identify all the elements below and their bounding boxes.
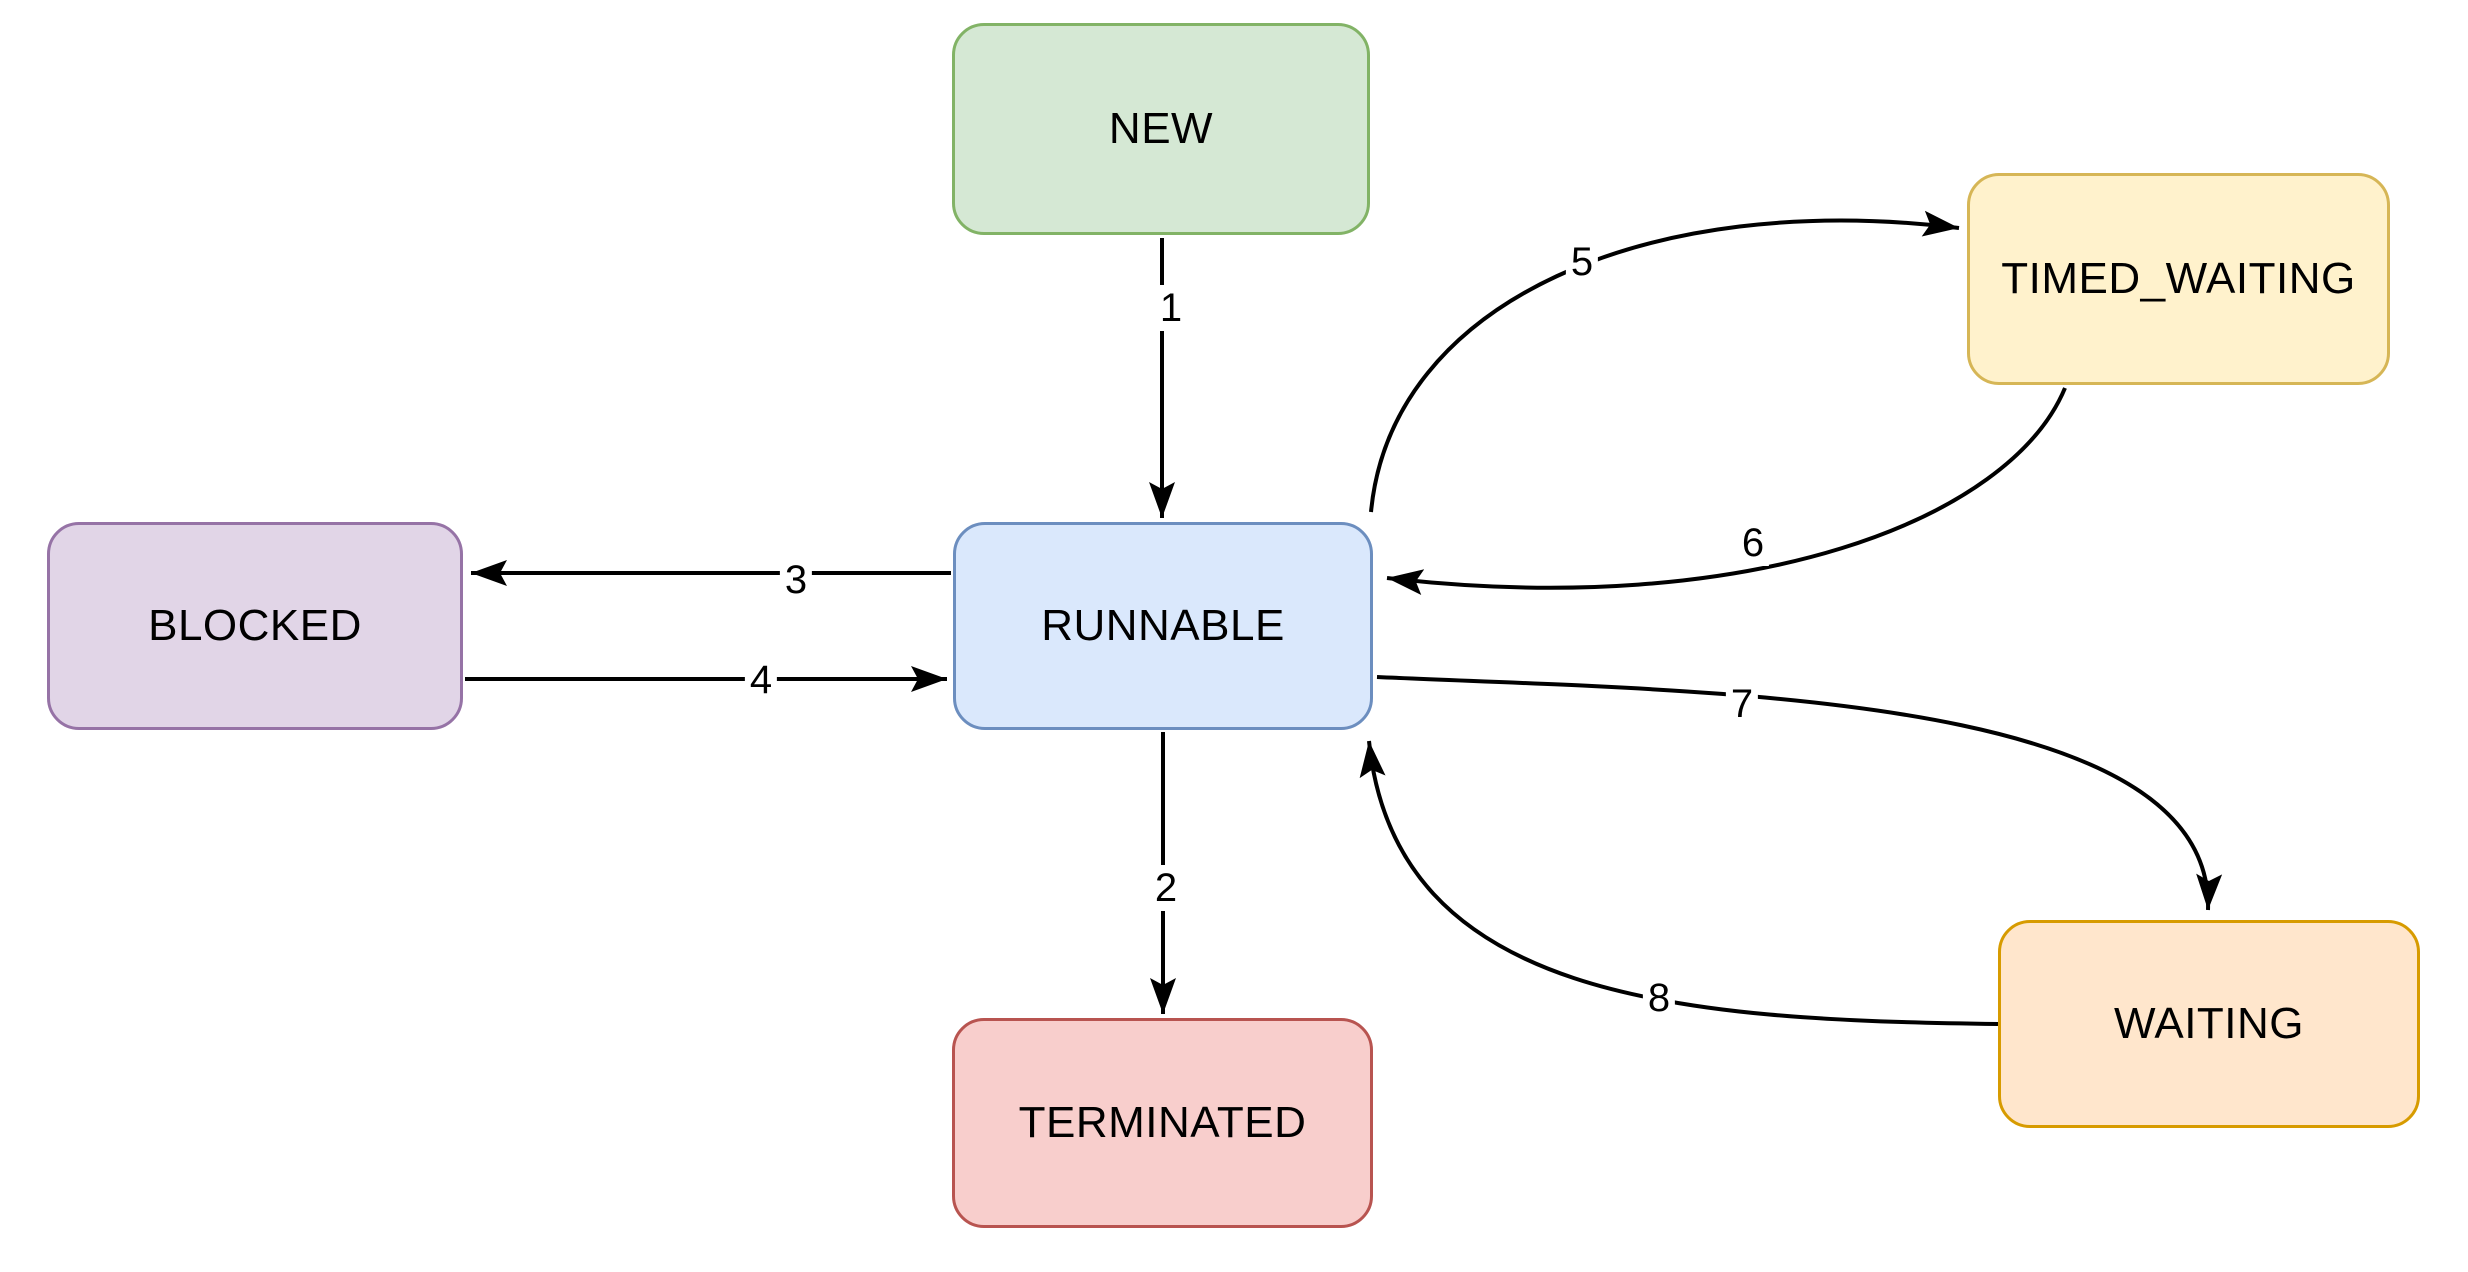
- state-label-new: NEW: [1108, 104, 1214, 153]
- edge-label-7: 7: [1725, 681, 1759, 727]
- state-label-terminated: TERMINATED: [1018, 1098, 1307, 1147]
- edge-label-5: 5: [1565, 239, 1599, 285]
- edge-label-4: 4: [744, 657, 778, 703]
- state-node-timed-waiting: TIMED_WAITING: [1967, 173, 2390, 385]
- edge-label-2: 2: [1149, 865, 1183, 911]
- edge-label-3: 3: [779, 557, 813, 603]
- edge-5-runnable-to-timed-waiting: [1369, 210, 1960, 513]
- edge-label-1: 1: [1154, 285, 1188, 331]
- edge-label-6: 6: [1736, 520, 1770, 566]
- state-label-runnable: RUNNABLE: [1041, 601, 1285, 650]
- state-node-runnable: RUNNABLE: [953, 522, 1373, 730]
- state-node-new: NEW: [952, 23, 1370, 235]
- state-node-terminated: TERMINATED: [952, 1018, 1373, 1228]
- edge-7-runnable-to-waiting: [1376, 675, 2223, 911]
- state-label-waiting: WAITING: [2113, 999, 2305, 1048]
- state-label-blocked: BLOCKED: [148, 601, 362, 650]
- edge-8-waiting-to-runnable: [1359, 740, 1999, 1026]
- edge-label-8: 8: [1642, 975, 1676, 1021]
- state-label-timed-waiting: TIMED_WAITING: [2001, 254, 2356, 303]
- state-node-waiting: WAITING: [1998, 920, 2420, 1128]
- state-node-blocked: BLOCKED: [47, 522, 463, 730]
- edge-6-timed-waiting-to-runnable: [1386, 387, 2067, 596]
